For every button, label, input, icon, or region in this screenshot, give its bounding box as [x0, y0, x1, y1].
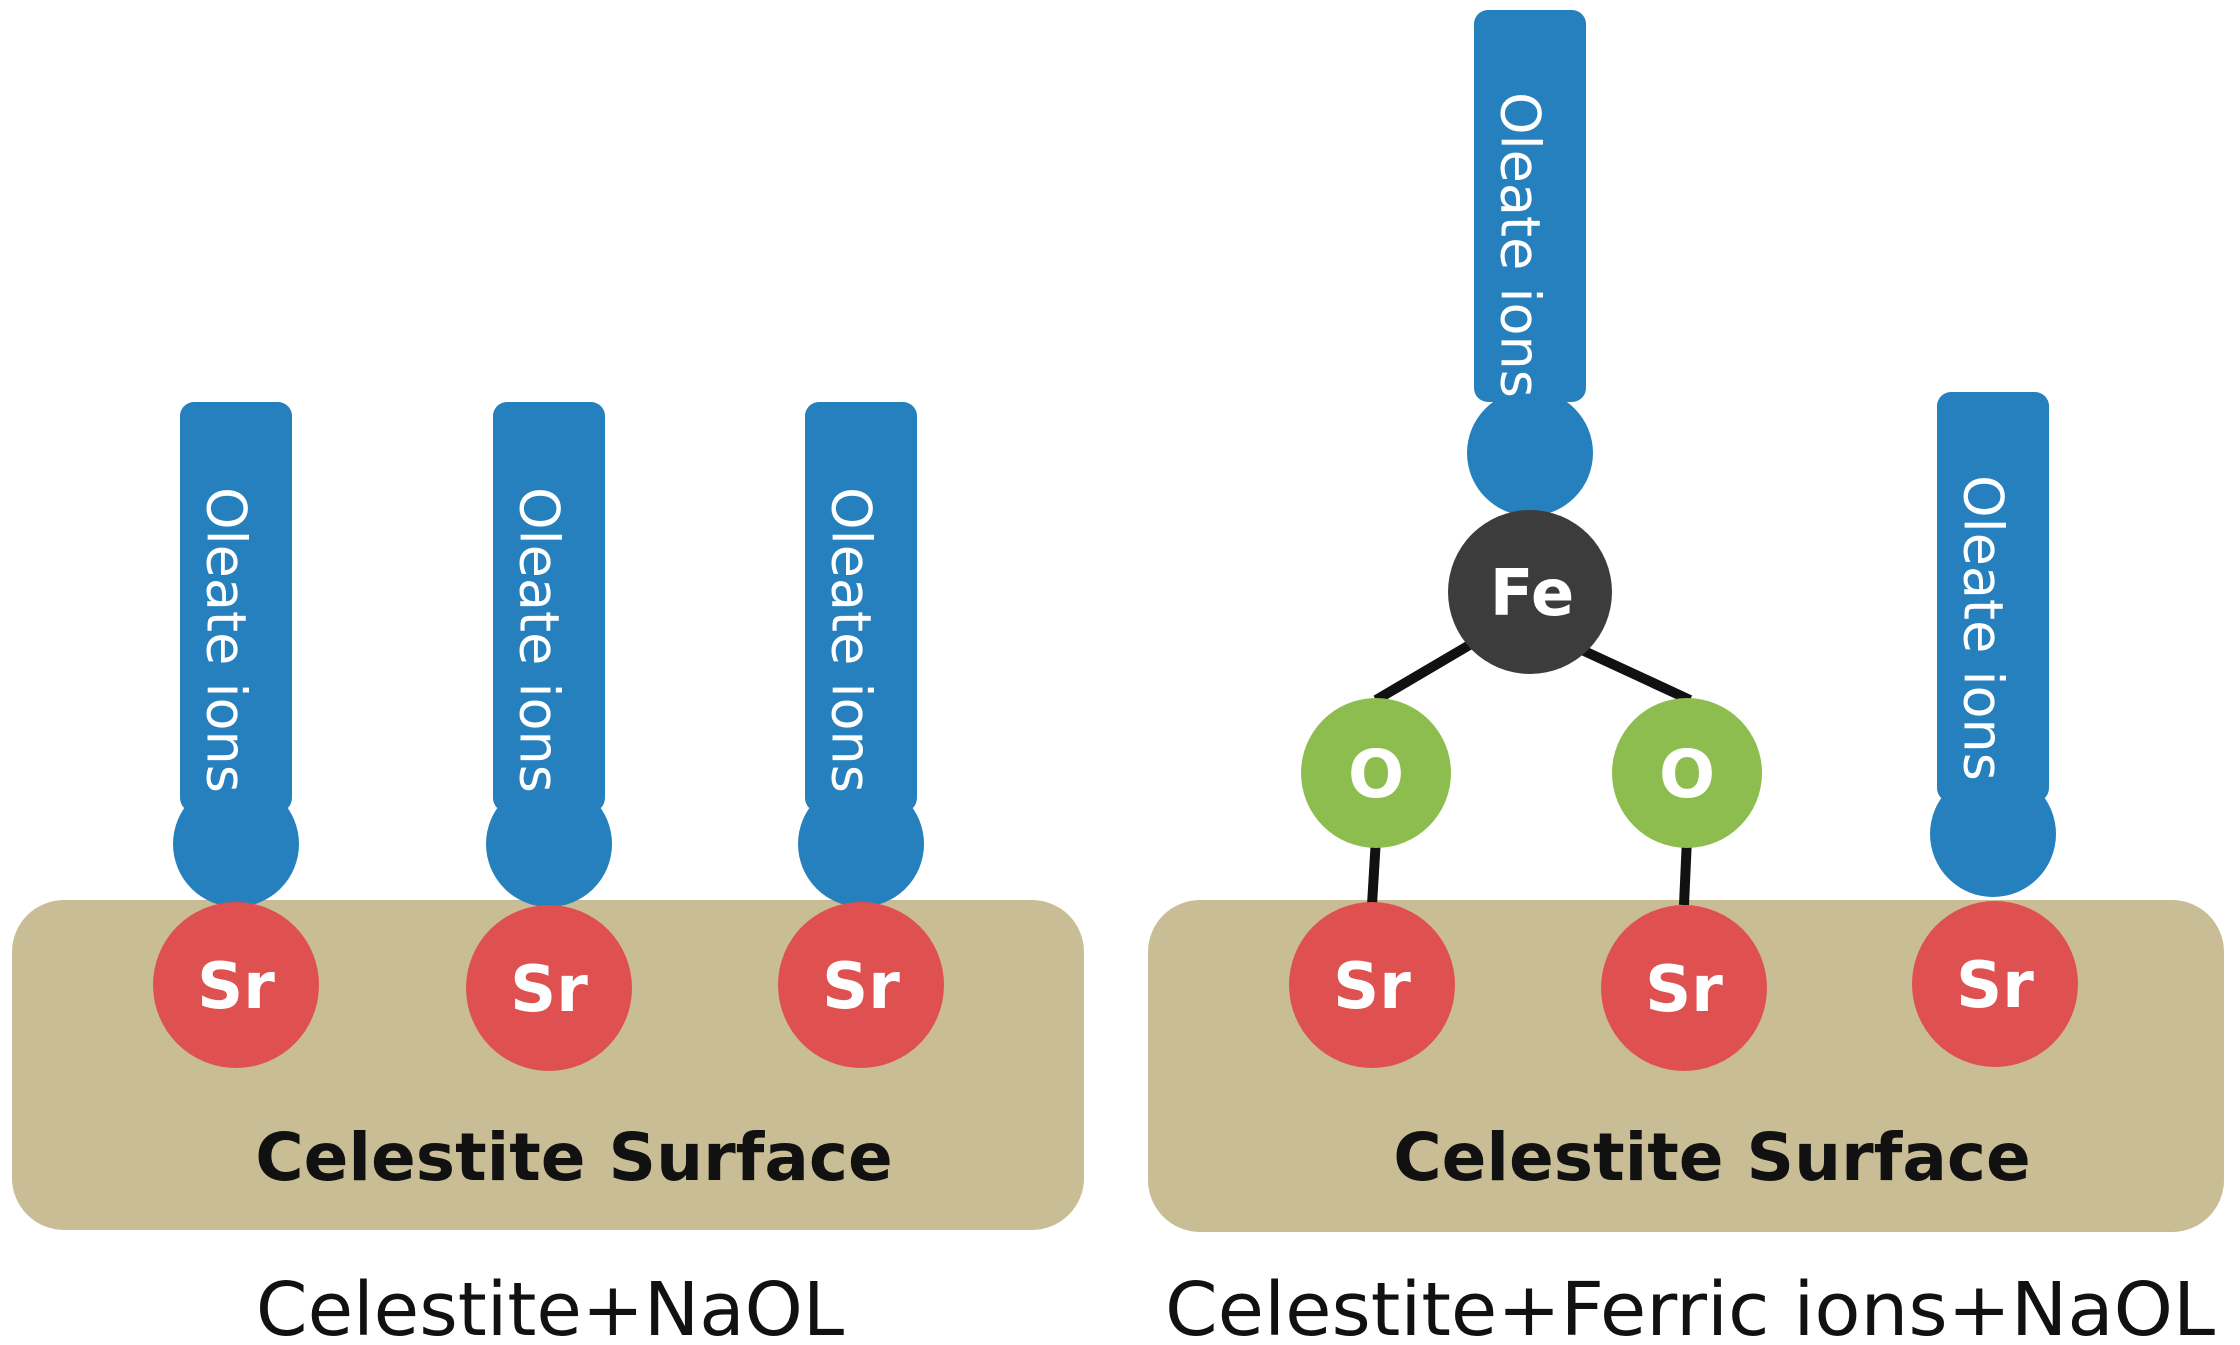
sr-atom-right-2: Sr: [1601, 905, 1767, 1071]
o-label: O: [1348, 736, 1404, 813]
o-atom-2: O: [1612, 698, 1762, 848]
oleate-ion-left-3: Oleate ions: [798, 402, 924, 907]
sr-atom-right-1: Sr: [1289, 902, 1455, 1068]
bond-fe-o1: [1373, 635, 1481, 705]
bond-fe-o2: [1579, 645, 1693, 705]
sr-label: Sr: [1645, 953, 1723, 1027]
oleate-tail: [1937, 392, 2049, 802]
oleate-head: [798, 781, 924, 907]
oleate-label: Oleate ions: [819, 487, 882, 793]
oleate-ion-fe-complex: Oleate ions: [1467, 10, 1593, 516]
oleate-ion-left-1: Oleate ions: [173, 402, 299, 907]
oleate-label: Oleate ions: [1951, 475, 2014, 781]
bond-o2-sr: [1679, 837, 1692, 906]
panel-caption-right: Celestite+Ferric ions+NaOL: [1165, 1267, 2215, 1345]
panel-left: Oleate ions Oleate ions Oleate ions Sr S…: [12, 402, 1084, 1345]
sr-label: Sr: [1333, 950, 1411, 1024]
oleate-ion-right-sr: Oleate ions: [1930, 392, 2056, 897]
sr-label: Sr: [510, 953, 588, 1027]
sr-label: Sr: [1956, 949, 2034, 1023]
oleate-head: [1930, 771, 2056, 897]
sr-atom-left-3: Sr: [778, 902, 944, 1068]
surface-label-right: Celestite Surface: [1393, 1119, 2031, 1196]
sr-atom-left-2: Sr: [466, 905, 632, 1071]
panel-right: Oleate ions Fe O O Oleate ions Sr: [1148, 10, 2224, 1345]
oleate-label: Oleate ions: [1488, 92, 1551, 398]
oleate-tail: [1474, 10, 1586, 402]
panel-caption-left: Celestite+NaOL: [256, 1267, 844, 1345]
oleate-label: Oleate ions: [194, 487, 257, 793]
o-label: O: [1659, 736, 1715, 813]
oleate-tail: [805, 402, 917, 812]
oleate-tail: [493, 402, 605, 812]
surface-label-left: Celestite Surface: [255, 1119, 893, 1196]
sr-label: Sr: [197, 950, 275, 1024]
fe-atom: Fe: [1448, 510, 1612, 674]
sr-atom-right-3: Sr: [1912, 901, 2078, 1067]
oleate-head: [1467, 390, 1593, 516]
oleate-tail: [180, 402, 292, 812]
bond-o1-sr: [1367, 837, 1381, 906]
o-atom-1: O: [1301, 698, 1451, 848]
sr-label: Sr: [822, 950, 900, 1024]
fe-label: Fe: [1490, 557, 1575, 631]
sr-atom-left-1: Sr: [153, 902, 319, 1068]
oleate-head: [173, 781, 299, 907]
oleate-head: [486, 781, 612, 907]
oleate-ion-left-2: Oleate ions: [486, 402, 612, 907]
oleate-label: Oleate ions: [507, 487, 570, 793]
